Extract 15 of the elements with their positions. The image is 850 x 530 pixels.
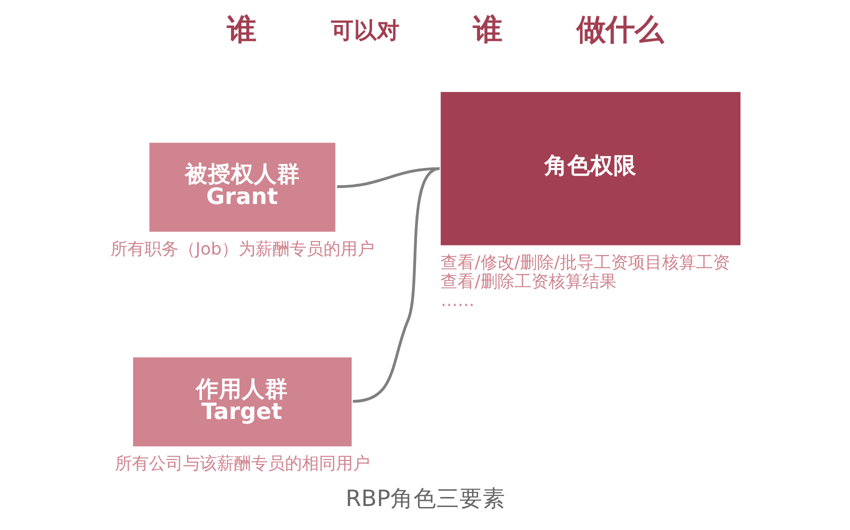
node-label: …… [440,290,474,310]
connector [352,167,440,403]
caption: RBP角色三要素 [345,486,505,512]
node-label: 所有职务（Job）为薪酬专员的用户 [110,238,374,258]
label: 谁 [226,12,256,46]
node-label: 查看/修改/删除/批导工资项目核算工资 [440,252,730,272]
node-box: 角色权限 [440,92,740,246]
label: 可以对 [330,18,400,44]
node-box: 作用人群 Target [132,357,352,446]
label: 做什么 [576,12,664,46]
node-box: 被授权人群 Grant [148,142,335,232]
connector [336,167,440,188]
node-label: 所有公司与该薪酬专员的相同用户 [114,452,370,473]
node-label: 查看/删除工资核算结果 [440,270,616,291]
label: 谁 [472,12,502,46]
